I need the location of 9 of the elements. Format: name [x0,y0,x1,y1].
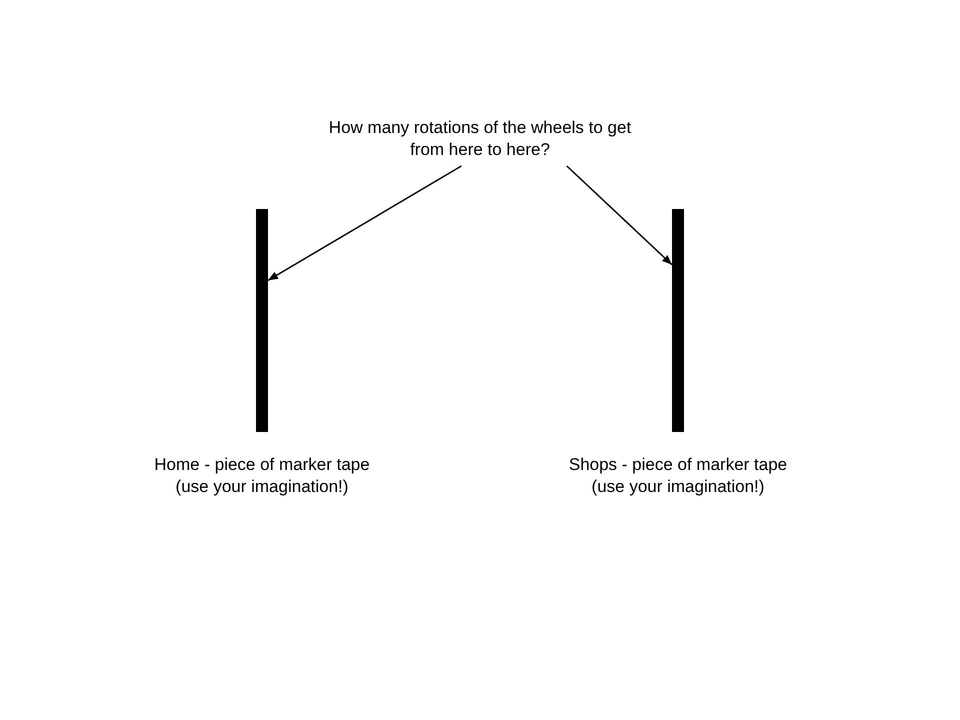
caption-text: Shops - piece of marker tape [568,454,788,476]
question-text: How many rotations of the wheels to get from here to here? [325,117,635,163]
marker-tape-bar [256,209,268,432]
caption-text: (use your imagination!) [176,476,348,498]
caption-text: (use your imagination!) [592,476,764,498]
arrow [268,165,462,281]
marker-tape-bar [672,209,684,432]
caption-text: Home - piece of marker tape [154,454,370,476]
arrow [566,165,673,266]
